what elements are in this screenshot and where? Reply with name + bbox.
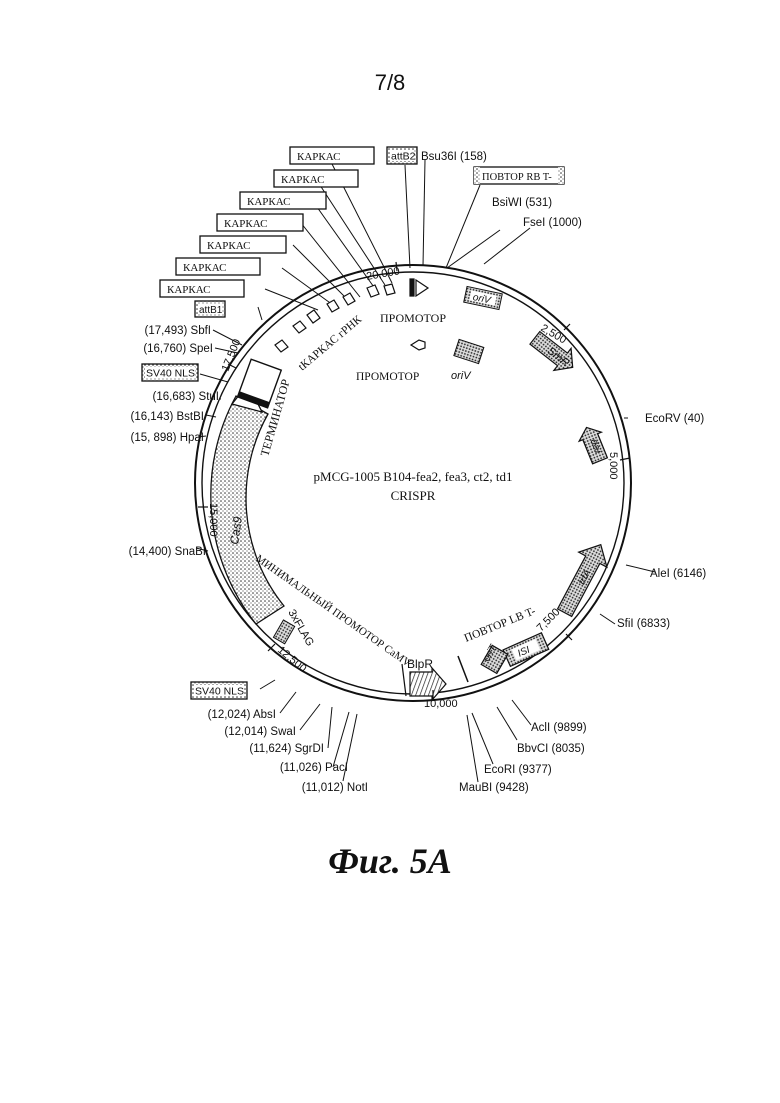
svg-text:attB1: attB1: [199, 305, 223, 316]
scale-label-20000: 20,000: [365, 265, 400, 283]
scale-label-15000: 15,000: [207, 503, 219, 537]
site-noti: (11,012) NotI: [302, 782, 368, 794]
figure-caption: Фиг. 5А: [0, 840, 780, 882]
svg-text:SV40 NLS: SV40 NLS: [195, 686, 244, 698]
scaffold-box-3: КАРКАС: [240, 192, 326, 209]
site-fsei: FseI (1000): [523, 217, 582, 229]
site-paci: (11,026) PacI: [280, 762, 348, 774]
promoter-label-1: ПРОМОТОР: [380, 311, 446, 325]
scaffold-box-6: КАРКАС: [176, 258, 260, 275]
plasmid-name: pMCG-1005 B104-fea2, fea3, ct2, td1: [314, 469, 513, 484]
svg-text:КАРКАС: КАРКАС: [297, 151, 340, 163]
oriv-label: oriV: [451, 370, 472, 382]
blpr-arrow: [410, 668, 446, 700]
svg-text:КАРКАС: КАРКАС: [281, 174, 324, 186]
site-alei: AleI (6146): [650, 568, 706, 580]
scale-label-5000: 5,000: [607, 452, 619, 480]
site-sfii: SfiI (6833): [617, 618, 670, 630]
svg-text:КАРКАС: КАРКАС: [207, 240, 250, 252]
rep-arrow: rep: [575, 423, 611, 465]
grna-label: tКАРКАС гРНК: [296, 313, 364, 373]
lb-repeat-marker: [458, 656, 468, 682]
scaffold-label-boxes: КАРКАС КАРКАС КАРКАС КАРКАС КАРКАС КАРКА…: [142, 147, 564, 699]
promoter-label-2: ПРОМОТОР: [356, 371, 419, 383]
svg-text:КАРКАС: КАРКАС: [183, 262, 226, 274]
site-maubi: MauBI (9428): [459, 782, 529, 794]
site-sbfi: (17,493) SbfI: [145, 325, 211, 337]
scaffold-box-7: КАРКАС: [160, 280, 244, 297]
attb1-box: attB1: [195, 301, 225, 317]
site-bsiwi: BsiWI (531): [492, 197, 552, 209]
svg-text:ПОВТОР RB T-: ПОВТОР RB T-: [482, 172, 552, 183]
site-sgrdi: (11,624) SgrDI: [249, 743, 324, 755]
scaffold-box-4: КАРКАС: [217, 214, 303, 231]
site-bstbi: (16,143) BstBI: [130, 411, 204, 423]
site-stui: (16,683) StuI: [153, 391, 219, 403]
svg-text:КАРКАС: КАРКАС: [167, 284, 210, 296]
svg-text:КАРКАС: КАРКАС: [224, 218, 267, 230]
site-absi: (12,024) AbsI: [208, 709, 276, 721]
site-ecorv: EcoRV (40): [645, 413, 704, 425]
svg-text:КАРКАС: КАРКАС: [247, 196, 290, 208]
plasmid-subtitle: CRISPR: [391, 488, 436, 503]
scaffold-box-2: КАРКАС: [274, 170, 358, 187]
scale-label-7500: 7,500: [535, 606, 563, 634]
site-acli: AclI (9899): [531, 722, 587, 734]
repeat-lb-label: ПОВТОР LB T-: [463, 605, 538, 645]
sv40-nls-box-top: SV40 NLS: [142, 364, 198, 381]
sv40-nls-box-bottom: SV40 NLS: [191, 682, 247, 699]
repeat-rb-box: ПОВТОР RB T-: [474, 167, 564, 184]
svg-text:attB2: attB2: [391, 151, 416, 163]
site-swai: (12,014) SwaI: [224, 726, 296, 738]
scale-label-17500: 17,500: [220, 337, 244, 373]
site-spei: (16,760) SpeI: [143, 343, 213, 355]
scaffold-box-5: КАРКАС: [200, 236, 286, 253]
site-bbvci: BbvCI (8035): [517, 743, 585, 755]
scale-label-12500: 12,500: [275, 644, 308, 675]
svg-text:SV40 NLS: SV40 NLS: [146, 368, 195, 380]
site-hpai: (15, 898) HpaI: [130, 432, 204, 444]
site-ecori: EcoRI (9377): [484, 764, 552, 776]
oriv-feature-shape: [454, 339, 484, 363]
site-snabi: (14,400) SnaBI: [129, 546, 206, 558]
attb2-box: attB2: [387, 147, 417, 164]
scale-label-10000: 10,000: [424, 698, 458, 710]
site-bsu36i: Bsu36I (158): [421, 151, 487, 163]
scaffold-box-1: КАРКАС: [290, 147, 374, 164]
